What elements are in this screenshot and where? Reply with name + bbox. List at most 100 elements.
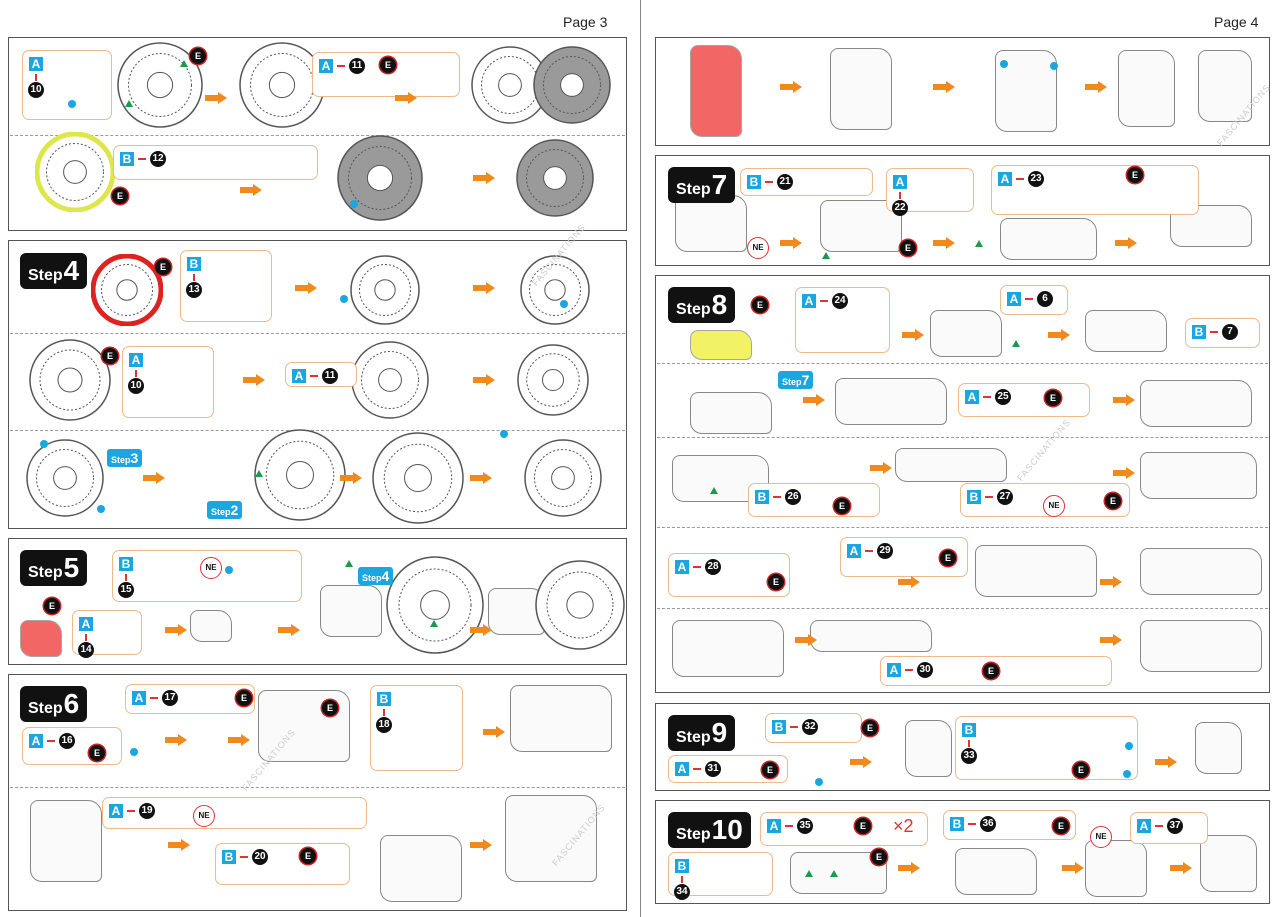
green-fold-marker (710, 487, 718, 494)
orange-arrow-icon (933, 81, 955, 93)
glue-mark-e-icon: E (862, 720, 878, 736)
orange-arrow-icon (933, 237, 955, 249)
connector-dash (35, 74, 37, 81)
sheet-letter-badge: B (747, 175, 761, 189)
wheel-illustration (254, 429, 346, 521)
sheet-letter-badge: B (950, 817, 964, 831)
connector-dash (1210, 331, 1218, 333)
illustration-sketch (380, 835, 462, 902)
step-word: Step (111, 455, 131, 465)
illustration-sketch (20, 620, 62, 657)
illustration-sketch (930, 310, 1002, 357)
sheet-letter-badge: A (847, 544, 861, 558)
row-separator (657, 437, 1268, 438)
connector-dash (905, 669, 913, 671)
step-number: 2 (230, 502, 239, 518)
illustration-sketch (1140, 548, 1262, 595)
glue-mark-e-icon: E (940, 550, 956, 566)
sheet-letter-badge: A (132, 691, 146, 705)
sheet-letter-badge: A (1137, 819, 1151, 833)
orange-arrow-icon (470, 472, 492, 484)
orange-arrow-icon (473, 172, 495, 184)
orange-arrow-icon (1100, 634, 1122, 646)
connector-dash (983, 396, 991, 398)
glue-mark-e-icon: E (102, 348, 118, 364)
green-fold-marker (125, 100, 133, 107)
sheet-letter-badge: A (675, 560, 689, 574)
wheel-illustration (29, 339, 111, 421)
step-word: Step (211, 507, 231, 517)
part-number-badge: 11 (349, 58, 365, 74)
illustration-sketch (1118, 50, 1175, 127)
step-word: Step (782, 377, 802, 387)
blue-dot-marker (1050, 62, 1058, 70)
illustration-sketch (510, 685, 612, 752)
wheel-illustration (351, 341, 429, 419)
orange-arrow-icon (795, 634, 817, 646)
orange-arrow-icon (1113, 467, 1135, 479)
sheet-letter-badge: A (675, 762, 689, 776)
orange-arrow-icon (1048, 329, 1070, 341)
wheel-illustration (533, 46, 611, 124)
illustration-sketch (1085, 310, 1167, 352)
blue-dot-marker (40, 440, 48, 448)
illustration-sketch (690, 45, 742, 137)
step-word: Step (28, 564, 63, 581)
glue-mark-e-icon: E (762, 762, 778, 778)
orange-arrow-icon (165, 734, 187, 746)
sheet-letter-badge: A (29, 57, 43, 71)
row-separator (10, 430, 625, 431)
orange-arrow-icon (780, 237, 802, 249)
connector-dash (865, 550, 873, 552)
connector-dash (693, 768, 701, 770)
glue-mark-e-icon: E (1127, 167, 1143, 183)
orange-arrow-icon (803, 394, 825, 406)
blue-dot-marker (350, 200, 358, 208)
sheet-letter-badge: A (893, 175, 907, 189)
sheet-letter-badge: B (187, 257, 201, 271)
sheet-letter-badge: B (377, 692, 391, 706)
orange-arrow-icon (473, 282, 495, 294)
glue-mark-e-icon: E (236, 690, 252, 706)
green-fold-marker (822, 252, 830, 259)
illustration-sketch (1140, 380, 1252, 427)
wheel-illustration (26, 439, 104, 517)
blue-dot-marker (1125, 742, 1133, 750)
wheel-illustration (386, 556, 484, 654)
connector-dash (968, 740, 970, 747)
connector-dash (773, 496, 781, 498)
orange-arrow-icon (1155, 756, 1177, 768)
orange-arrow-icon (278, 624, 300, 636)
part-number-badge: 15 (118, 582, 134, 598)
row-separator (657, 527, 1268, 528)
glue-mark-e-icon: E (190, 48, 206, 64)
part-number-badge: 12 (150, 151, 166, 167)
row-separator (10, 787, 625, 788)
part-number-badge: 13 (186, 282, 202, 298)
illustration-sketch (835, 378, 947, 425)
connector-dash (899, 192, 901, 199)
illustration-sketch (672, 620, 784, 677)
connector-dash (383, 709, 385, 716)
connector-dash (240, 856, 248, 858)
orange-arrow-icon (228, 734, 250, 746)
sheet-letter-badge: A (887, 663, 901, 677)
illustration-sketch (1195, 722, 1242, 774)
green-fold-marker (975, 240, 983, 247)
part-number-badge: 7 (1222, 324, 1238, 340)
blue-dot-marker (68, 100, 76, 108)
step-number: 7 (801, 372, 810, 388)
orange-arrow-icon (898, 862, 920, 874)
sheet-letter-badge: A (29, 734, 43, 748)
step-number: 4 (381, 568, 390, 584)
wheel-illustration (35, 132, 115, 212)
illustration-sketch (488, 588, 545, 635)
step-word: Step (362, 573, 382, 583)
orange-arrow-icon (395, 92, 417, 104)
